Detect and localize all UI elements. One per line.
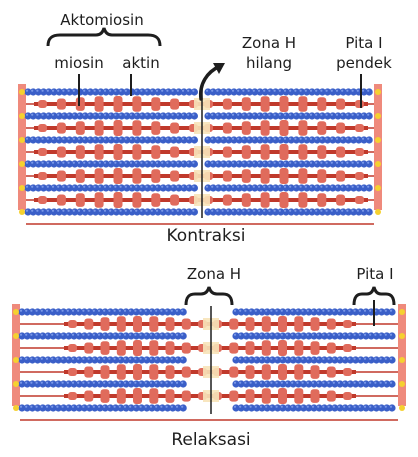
actin-filament-right xyxy=(204,88,373,96)
zona-h-label: Zona H xyxy=(187,265,241,283)
myosin-filament xyxy=(64,316,356,332)
actin-filament-left xyxy=(18,308,187,316)
z-disc-dot xyxy=(375,89,381,95)
z-disc-dot xyxy=(375,185,381,191)
z-disc-dot xyxy=(19,89,25,95)
myosin-filament xyxy=(34,168,368,184)
actin-filament-right xyxy=(204,160,373,168)
z-disc-dot xyxy=(375,113,381,119)
myosin-filament xyxy=(64,388,356,404)
miosin-label: miosin xyxy=(54,54,103,72)
z-disc-dot xyxy=(399,309,405,315)
z-disc-dot xyxy=(13,381,19,387)
kontraksi-label: Kontraksi xyxy=(167,226,246,246)
actin-filament-right xyxy=(232,404,396,412)
actin-filament-right xyxy=(232,356,396,364)
aktin-label: aktin xyxy=(122,54,159,72)
actin-filament-left xyxy=(24,208,198,216)
actin-filament-right xyxy=(204,184,373,192)
relaksasi-label: Relaksasi xyxy=(171,430,250,450)
z-disc-dot xyxy=(19,209,25,215)
actin-filament-right xyxy=(232,332,396,340)
zona-h-brace-icon xyxy=(184,286,234,306)
aktomiosin-label: Aktomiosin xyxy=(60,11,143,29)
z-disc-dot xyxy=(13,333,19,339)
z-disc-right xyxy=(398,304,406,406)
aktomiosin-brace-icon xyxy=(46,27,162,47)
actin-filament-left xyxy=(24,112,198,120)
myosin-filament xyxy=(34,192,368,208)
z-disc-dot xyxy=(19,113,25,119)
actin-filament-left xyxy=(24,136,198,144)
actin-filament-right xyxy=(204,136,373,144)
actin-filament-right xyxy=(232,308,396,316)
z-disc-dot xyxy=(19,137,25,143)
actin-filament-right xyxy=(204,208,373,216)
z-disc-dot xyxy=(399,381,405,387)
z-disc-dot xyxy=(13,309,19,315)
relaxed-sarcomere xyxy=(12,304,406,421)
actin-filament-right xyxy=(232,380,396,388)
actin-filament-right xyxy=(204,112,373,120)
z-disc-left xyxy=(12,304,20,406)
actin-filament-left xyxy=(24,184,198,192)
myosin-filament xyxy=(34,144,368,160)
zona-h-hilang-label-line1: Zona H xyxy=(242,34,296,52)
zona-h-hilang-label-line2: hilang xyxy=(246,54,292,72)
actin-filament-left xyxy=(18,380,187,388)
actin-filament-left xyxy=(24,88,198,96)
actin-filament-left xyxy=(18,404,187,412)
z-disc-dot xyxy=(399,405,405,411)
actin-filament-left xyxy=(24,160,198,168)
z-disc-dot xyxy=(375,161,381,167)
z-disc-right xyxy=(374,84,382,210)
z-disc-dot xyxy=(375,137,381,143)
actin-filament-left xyxy=(18,356,187,364)
z-disc-dot xyxy=(13,357,19,363)
myosin-filament xyxy=(64,364,356,380)
z-disc-dot xyxy=(399,333,405,339)
curved-arrow-head-icon xyxy=(213,63,225,74)
z-disc-dot xyxy=(19,185,25,191)
myosin-filament xyxy=(34,120,368,136)
z-disc-dot xyxy=(375,209,381,215)
z-disc-dot xyxy=(19,161,25,167)
myosin-filament xyxy=(64,340,356,356)
pita-i-label: Pita I xyxy=(356,265,393,283)
pita-i-pendek-label-line2: pendek xyxy=(336,54,392,72)
myosin-filament xyxy=(34,96,368,112)
pita-i-brace-icon xyxy=(352,286,396,306)
z-disc-dot xyxy=(399,357,405,363)
actin-filament-left xyxy=(18,332,187,340)
z-disc-dot xyxy=(13,405,19,411)
pita-i-pendek-label-line1: Pita I xyxy=(345,34,382,52)
z-disc-left xyxy=(18,84,26,210)
contracted-sarcomere xyxy=(18,84,382,225)
